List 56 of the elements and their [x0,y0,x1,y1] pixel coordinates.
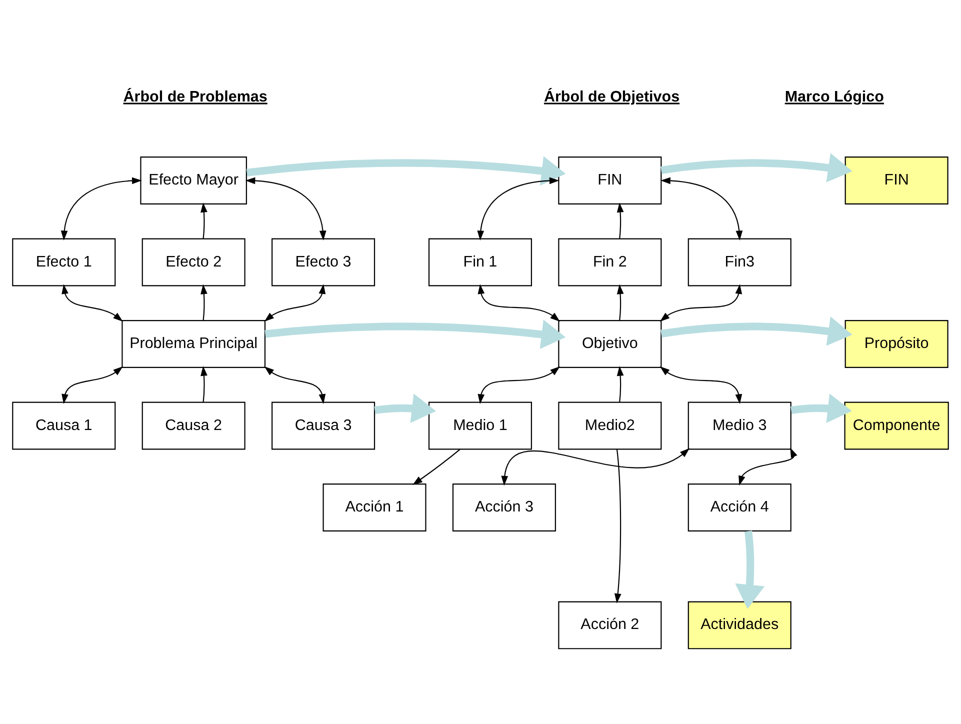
node-box: Efecto 1 [12,238,116,286]
arrow [264,320,566,350]
arrow [790,394,852,424]
arrow [660,316,852,346]
arrow [616,284,624,321]
arrow [200,284,208,321]
node-box: Objetivo [558,320,662,368]
label: Árbol de Problemas [123,88,268,106]
arrow [60,177,142,240]
arrow [735,530,765,609]
node-box: Efecto 3 [272,238,376,286]
node-box: Problema Principal [122,320,266,368]
arrow [62,366,123,404]
arrow [200,202,208,239]
node-box: Actividades [688,601,792,650]
arrow [246,156,566,186]
arrow [478,284,560,322]
label: Árbol de Objetivos [544,88,680,106]
arrow [660,284,742,322]
node-box: Medio 1 [428,402,532,450]
node-box: Causa 1 [12,402,116,450]
arrow [200,366,208,402]
node-box: Medio 3 [688,402,792,450]
arrow [614,449,622,604]
arrow [245,177,326,240]
arrow [660,153,852,182]
node-box: Medio2 [558,402,662,450]
arrow [616,366,624,402]
node-box: FIN [558,156,662,204]
arrow [660,366,742,404]
node-box: Acción 4 [688,484,792,532]
arrow [478,366,560,404]
node-box: Causa 3 [272,402,376,450]
node-box: FIN [844,156,948,204]
node-box: Acción 2 [558,601,662,650]
arrow [660,177,743,240]
label: Marco Lógico [784,88,884,106]
node-box: Causa 2 [142,402,246,450]
arrow [477,177,560,240]
arrow [62,284,123,322]
node-box: Propósito [844,320,948,368]
arrow [616,202,624,239]
node-box: Acción 3 [452,484,556,532]
arrow [264,366,326,404]
arrow [412,449,460,485]
arrow [264,284,326,322]
arrow [374,394,436,424]
node-box: Fin3 [688,238,792,286]
node-box: Efecto 2 [142,238,246,286]
node-box: Fin 1 [428,238,532,286]
arrow [501,448,690,486]
arrow [738,448,798,486]
node-box: Acción 1 [322,484,426,532]
node-box: Efecto Mayor [140,156,247,204]
node-box: Fin 2 [558,238,662,286]
node-box: Componente [844,402,949,450]
